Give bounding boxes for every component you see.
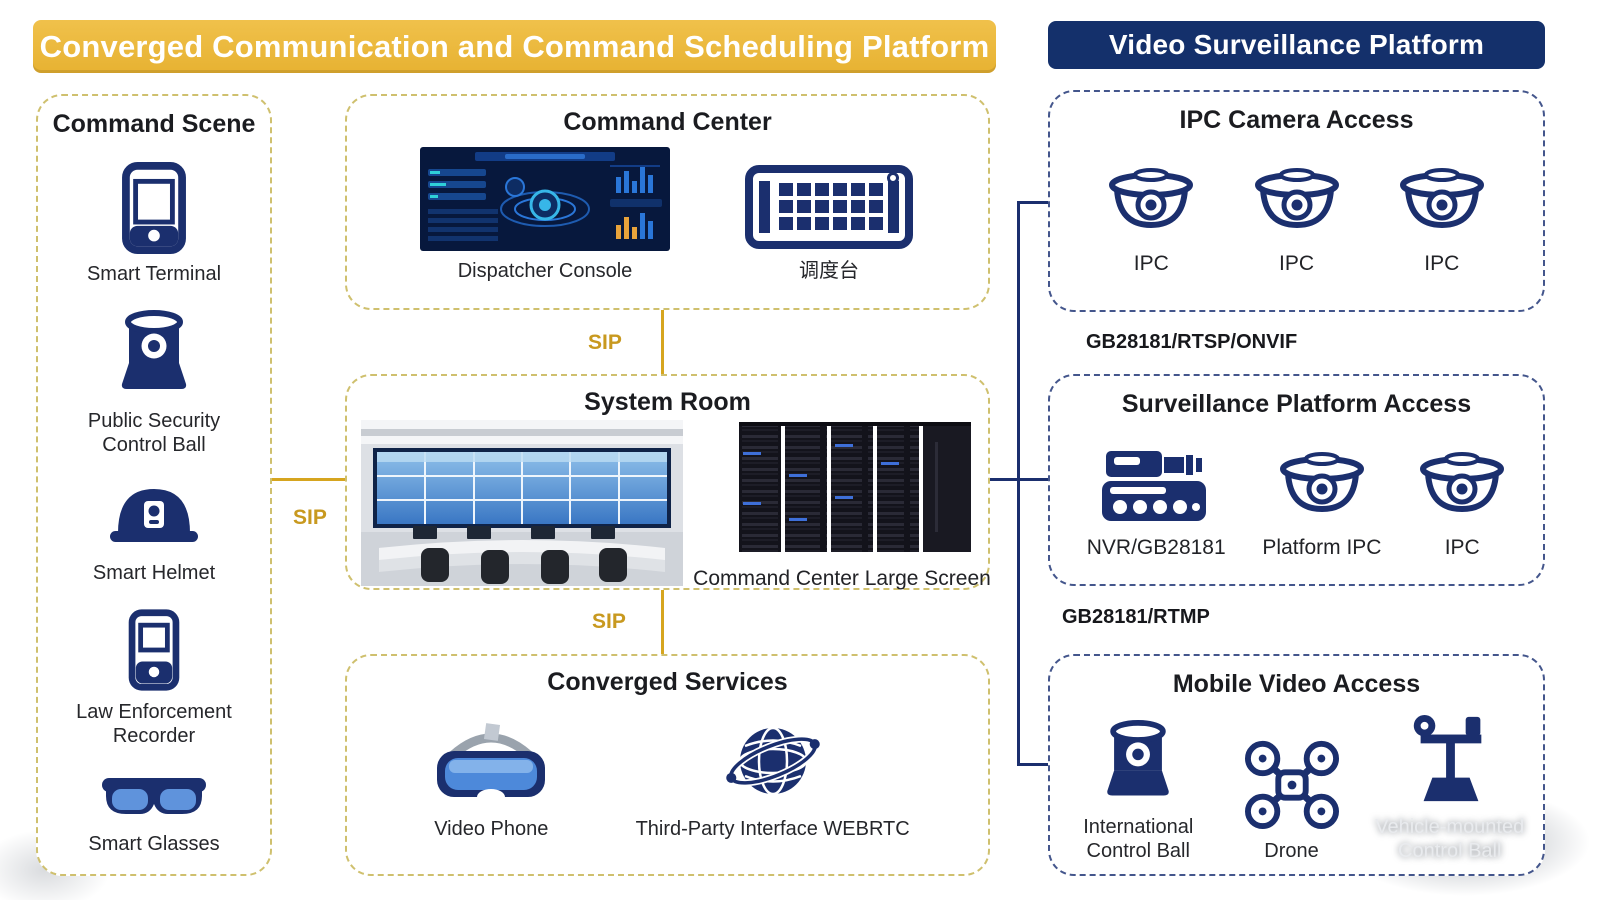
drone-label: Drone [1264, 840, 1319, 863]
nvr-label: NVR/GB28181 [1086, 536, 1226, 559]
body-recorder-icon [123, 608, 185, 692]
drone-icon [1237, 737, 1347, 831]
dispatch-desk-label: 调度台 [799, 260, 859, 282]
sip-label-top: SIP [588, 331, 622, 354]
globe-network-icon [725, 713, 821, 809]
video-phone: Video Phone [425, 721, 557, 841]
connector-commandcenter-systemroom [661, 310, 664, 376]
webrtc-interface: Third-Party Interface WEBRTC [636, 713, 910, 841]
dome-camera-icon [1398, 165, 1486, 243]
scene-item-label: Public Security Control Ball [87, 410, 221, 457]
video-phone-label: Video Phone [434, 818, 549, 840]
command-center-title: Command Center [563, 108, 772, 136]
dome-camera-icon [1253, 165, 1341, 243]
system-room-box: System Room Command Center Large Screen [345, 374, 991, 590]
smartphone-icon [119, 162, 189, 254]
ipc-label: IPC [1444, 536, 1480, 559]
dome-camera-icon [1107, 165, 1195, 243]
ptz-camera-icon [1092, 719, 1184, 807]
converged-services-box: Converged Services Video Phone Third-Par… [345, 654, 990, 876]
converged-services-title: Converged Services [547, 668, 788, 696]
dispatcher-console-label: Dispatcher Console [457, 260, 633, 282]
command-scene-box: Command Scene Smart Terminal Public Secu… [36, 94, 272, 876]
ptz-camera-icon [106, 309, 202, 401]
platform-ipc-label: Platform IPC [1262, 536, 1382, 559]
platform-access-title: Surveillance Platform Access [1121, 390, 1472, 418]
smart-glasses-icon [98, 772, 210, 824]
connector-right-trunk [1017, 201, 1020, 766]
scene-item-label: Smart Terminal [86, 262, 222, 285]
large-screen-label: Command Center Large Screen [693, 567, 991, 590]
control-room-photo [361, 420, 683, 586]
dispatcher-console: Dispatcher Console [420, 147, 670, 283]
scene-item-label: Smart Helmet [92, 561, 216, 584]
scene-item-label: Law Enforcement Recorder [76, 700, 232, 748]
vehicle-mounted-ball: Vehicle-mounted Control Ball [1370, 713, 1530, 864]
nvr-icon [1100, 445, 1212, 527]
system-room-title: System Room [584, 388, 751, 416]
vehicle-ball-label: Vehicle-mounted Control Ball [1375, 816, 1525, 863]
drone: Drone [1227, 737, 1357, 863]
dispatcher-console-screenshot [420, 147, 670, 251]
connector-systemroom-convergedservices [661, 590, 664, 656]
mobile-access-title: Mobile Video Access [1172, 670, 1421, 698]
nvr-device: NVR/GB28181 [1087, 445, 1226, 561]
ipc-access-title: IPC Camera Access [1179, 106, 1414, 134]
connector-trunk-mobile [1017, 763, 1048, 766]
command-scene-title: Command Scene [52, 110, 256, 138]
sip-label-bottom: SIP [592, 610, 626, 633]
dome-camera-icon [1418, 449, 1506, 527]
platform-access-box: Surveillance Platform Access NVR/GB28181… [1048, 374, 1545, 586]
banner-video-surveillance: Video Surveillance Platform [1048, 21, 1545, 69]
vehicle-camera-icon [1401, 713, 1499, 807]
ipc-label: IPC [1133, 252, 1169, 275]
connector-trunk-ipc [1017, 201, 1048, 204]
international-control-ball: International Control Ball [1063, 719, 1213, 864]
command-center-box: Command Center Dispatcher Console 调度台 [345, 94, 990, 310]
helmet-icon [106, 481, 202, 553]
webrtc-label: Third-Party Interface WEBRTC [635, 818, 910, 840]
scene-item-law-recorder: Law Enforcement Recorder [69, 608, 239, 749]
ipc-camera: IPC [1253, 165, 1341, 277]
video-phone-icon [425, 721, 557, 809]
ipc-camera: IPC [1418, 449, 1506, 561]
ipc-label: IPC [1424, 252, 1460, 275]
ipc-access-box: IPC Camera Access IPC IPC IPC [1048, 90, 1545, 312]
banner-converged-platform: Converged Communication and Command Sche… [33, 20, 996, 73]
ipc-camera: IPC [1398, 165, 1486, 277]
dispatch-desk-icon [743, 163, 915, 251]
mobile-access-box: Mobile Video Access International Contro… [1048, 654, 1545, 876]
dome-camera-icon [1278, 449, 1366, 527]
scene-item-label: Smart Glasses [88, 832, 220, 855]
server-racks-image [739, 422, 971, 552]
scene-item-smart-terminal: Smart Terminal [87, 162, 221, 286]
dispatch-desk: 调度台 [743, 163, 915, 283]
protocol-label-top: GB28181/RTSP/ONVIF [1086, 331, 1298, 353]
protocol-label-bottom: GB28181/RTMP [1062, 606, 1210, 628]
connector-commandscene-systemroom [272, 478, 345, 481]
ipc-camera: IPC [1107, 165, 1195, 277]
sip-label-left: SIP [293, 506, 327, 529]
platform-ipc-camera: Platform IPC [1262, 449, 1381, 561]
international-ball-label: International Control Ball [1083, 816, 1194, 863]
scene-item-smart-glasses: Smart Glasses [88, 772, 220, 856]
ipc-label: IPC [1278, 252, 1314, 275]
scene-item-smart-helmet: Smart Helmet [93, 481, 215, 585]
scene-item-control-ball: Public Security Control Ball [64, 309, 244, 458]
